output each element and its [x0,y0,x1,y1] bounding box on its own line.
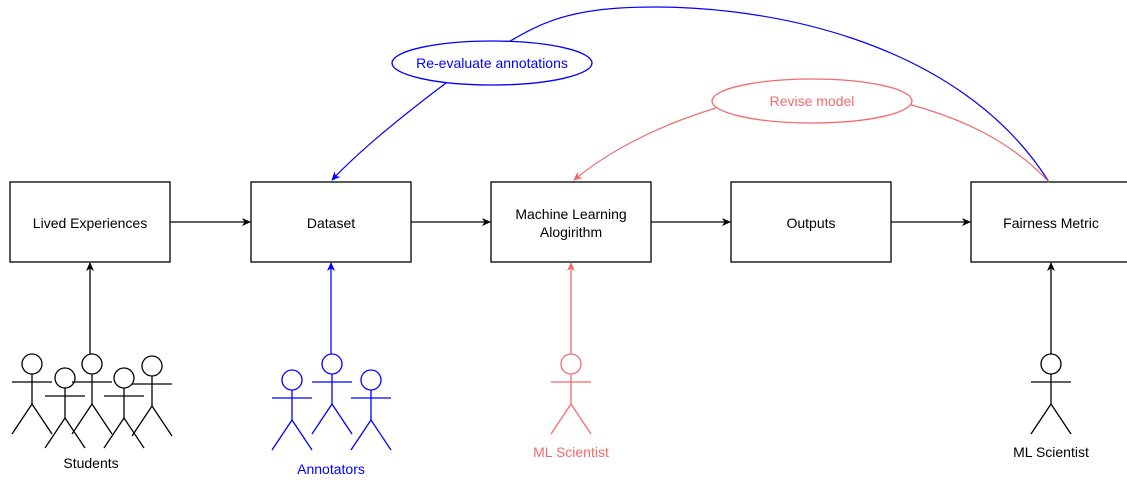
annotators-label: Annotators [297,461,365,477]
students-actor-group [11,353,173,449]
students-label: Students [63,455,118,471]
feedback-arc-blue-top [504,6,1050,183]
box-fairness-metric-label: Fairness Metric [1003,215,1099,231]
box-ml-algorithm: Machine Learning Alogirithm [490,181,652,263]
feedback-arrow-blue-to-dataset [331,79,451,181]
feedback-arc-red [907,103,1050,183]
reevaluate-annotations-label: Re-evaluate annotations [416,55,568,71]
annotator-figure-icon [271,369,313,451]
ml-scientist-black-label: ML Scientist [1013,444,1089,460]
box-fairness-metric: Fairness Metric [970,181,1127,263]
box-lived-experiences-label: Lived Experiences [33,215,147,231]
student-figure-icon [71,353,113,435]
annotator-figure-icon [350,369,392,451]
reevaluate-annotations-node: Re-evaluate annotations [391,40,593,86]
box-dataset: Dataset [250,181,412,263]
revise-model-node: Revise model [711,78,913,124]
box-outputs-label: Outputs [786,215,835,231]
revise-model-label: Revise model [770,93,855,109]
box-outputs: Outputs [730,181,892,263]
ml-scientist-red-icon [550,353,592,435]
box-dataset-label: Dataset [307,215,355,231]
ml-scientist-black-icon [1030,353,1072,435]
student-figure-icon [131,355,173,437]
feedback-arrow-red-to-ml [573,107,717,181]
box-ml-algorithm-label-line1: Machine Learning [515,206,626,222]
box-lived-experiences: Lived Experiences [9,181,171,263]
ml-scientist-red-label: ML Scientist [533,444,609,460]
annotator-figure-icon [311,353,353,435]
student-figure-icon [11,353,53,435]
student-figure-icon [44,367,86,449]
student-figure-icon [103,367,145,449]
annotators-actor-group [271,353,392,451]
box-ml-algorithm-label-line2: Alogirithm [540,224,602,240]
